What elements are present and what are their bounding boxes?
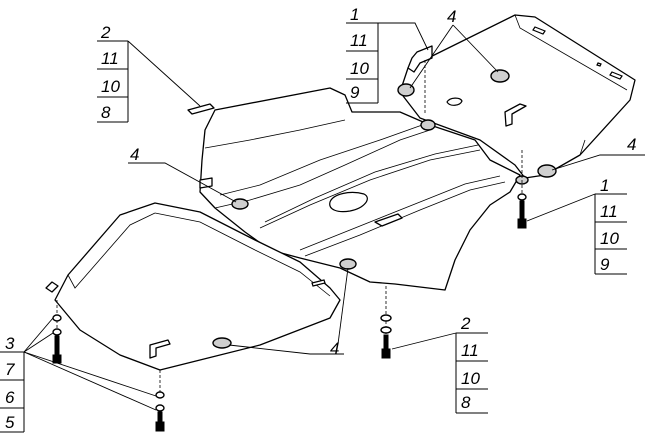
central-cutout [329,191,368,213]
callout-label: 8 [461,393,471,412]
rubber-pad [231,198,249,210]
callout-label: 10 [461,369,480,388]
bottom-clip [149,339,171,359]
slot-hole [311,279,326,287]
callout-label: 8 [101,103,111,122]
callout-label: 11 [461,341,479,360]
callout-label: 9 [600,255,610,274]
callout-label: 11 [600,202,618,221]
callout-group-top-right: 1 11 10 9 [346,5,429,104]
callout-pad-top: 4 [409,7,499,89]
callout-group-bottom-left: 3 7 6 5 [0,317,157,433]
callout-label: 6 [5,388,15,407]
rubber-pad [537,164,557,178]
clip-bracket-top [407,45,433,73]
callout-label: 1 [600,176,609,195]
bolt-set-right [517,193,527,229]
mounting-bracket [504,103,527,127]
callout-label: 11 [101,49,119,68]
callout-label: 3 [5,334,15,353]
bolt-set-bottom [155,391,165,432]
callout-group-top-left: 2 11 10 8 [97,23,201,123]
slot-hole [532,26,546,35]
clip-bracket-left [187,103,215,115]
callout-label: 10 [350,59,369,78]
small-hole [596,62,602,67]
callout-label: 2 [460,314,471,333]
bottom-left-shield-plate [45,202,341,371]
callout-label: 4 [330,339,339,358]
oval-cutout [446,97,463,106]
callout-label: 2 [100,23,111,42]
callout-label: 4 [447,7,456,26]
rubber-pad [339,258,357,270]
slot-hole [609,71,623,80]
callout-pad-left: 4 [128,145,237,203]
rubber-pad [490,69,510,83]
edge-clip [45,281,59,293]
rubber-pad [212,337,232,349]
callout-label: 10 [600,229,619,248]
callout-label: 4 [627,135,636,154]
center-clip [374,213,403,227]
callout-label: 5 [5,413,15,432]
callout-label: 9 [350,83,360,102]
callout-group-bottom-right: 2 11 10 8 [391,314,488,414]
callout-label: 10 [101,77,120,96]
callout-label: 4 [130,145,139,164]
callout-pad-right: 4 [551,135,645,171]
callout-pad-bottom: 4 [228,267,349,358]
callout-group-mid-right: 1 11 10 9 [526,176,627,275]
callout-label: 11 [350,31,368,50]
central-shield-plate [199,87,529,291]
rubber-pad [397,83,415,97]
callout-label: 7 [5,360,15,379]
top-right-shield-plate [397,14,636,179]
side-tab [199,177,213,189]
callout-label: 1 [350,5,359,24]
bolt-set-bottom-center [380,314,392,359]
rubber-pad [420,119,436,131]
